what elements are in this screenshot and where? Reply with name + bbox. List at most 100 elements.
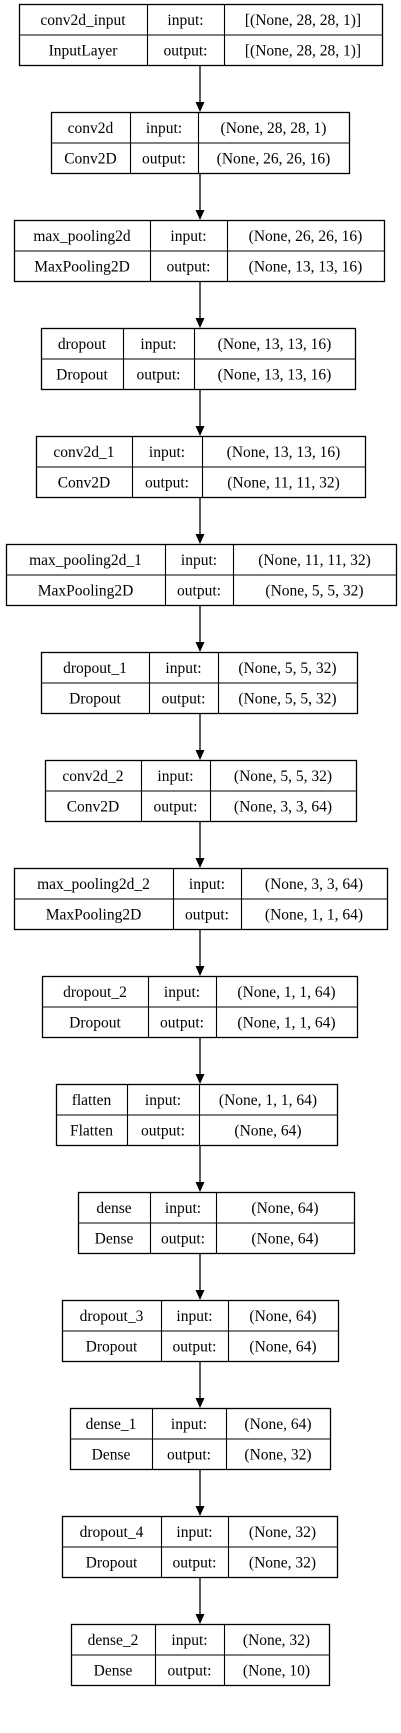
layer-name: conv2d: [68, 120, 114, 137]
flow-arrow: [195, 1578, 205, 1624]
layer-type: MaxPooling2D: [46, 906, 142, 923]
layer-type: Dense: [95, 1230, 134, 1247]
input-shape: (None, 64): [251, 1200, 318, 1217]
input-shape: (None, 3, 3, 64): [265, 876, 363, 893]
input-label: input:: [167, 12, 203, 29]
input-label: input:: [146, 120, 182, 137]
output-label: output:: [167, 1446, 211, 1463]
flow-arrow: [195, 822, 205, 868]
flow-arrow: [195, 498, 205, 544]
output-label: output:: [164, 42, 208, 59]
output-label: output:: [167, 258, 211, 275]
output-shape: (None, 13, 13, 16): [249, 258, 363, 275]
input-label: input:: [171, 1632, 207, 1649]
output-shape: (None, 26, 26, 16): [217, 150, 331, 167]
layer-type: Dropout: [86, 1554, 138, 1571]
flow-arrow: [195, 1470, 205, 1516]
input-label: input:: [157, 768, 193, 785]
layer-name: conv2d_2: [62, 768, 123, 785]
input-shape: (None, 1, 1, 64): [219, 1092, 317, 1109]
layer-name: dropout_1: [63, 660, 127, 677]
input-shape: (None, 5, 5, 32): [234, 768, 332, 785]
layer-type: MaxPooling2D: [34, 258, 130, 275]
flow-arrow: [195, 714, 205, 760]
output-shape: (None, 64): [249, 1338, 316, 1355]
layer-type: Conv2D: [58, 474, 111, 491]
input-label: input:: [140, 336, 176, 353]
input-shape: (None, 1, 1, 64): [237, 984, 335, 1001]
layer-name: max_pooling2d: [33, 228, 131, 245]
output-label: output:: [137, 366, 181, 383]
output-shape: (None, 3, 3, 64): [234, 798, 332, 815]
layer-name: flatten: [72, 1092, 112, 1109]
output-shape: (None, 32): [244, 1446, 311, 1463]
output-label: output:: [168, 1662, 212, 1679]
output-label: output:: [161, 1230, 205, 1247]
output-shape: (None, 13, 13, 16): [218, 366, 332, 383]
layer-type: Dense: [94, 1662, 133, 1679]
layer-type: Dropout: [86, 1338, 138, 1355]
output-label: output:: [173, 1554, 217, 1571]
layer-name: max_pooling2d_2: [37, 876, 150, 893]
flow-arrow: [195, 1362, 205, 1408]
flow-arrow: [195, 66, 205, 112]
layer-node-conv2d_input: conv2d_inputInputLayerinput:output:[(Non…: [18, 3, 384, 67]
input-shape: (None, 11, 11, 32): [258, 552, 371, 569]
flow-arrow: [195, 1038, 205, 1084]
output-label: output:: [162, 690, 206, 707]
output-shape: (None, 1, 1, 64): [237, 1014, 335, 1031]
flow-arrow: [195, 282, 205, 328]
output-shape: [(None, 28, 28, 1)]: [245, 42, 361, 59]
layer-type: Conv2D: [64, 150, 117, 167]
layer-name: dropout: [58, 336, 107, 353]
input-shape: (None, 13, 13, 16): [227, 444, 341, 461]
output-label: output:: [154, 798, 198, 815]
output-shape: (None, 64): [251, 1230, 318, 1247]
input-shape: (None, 64): [249, 1308, 316, 1325]
layer-type: Dense: [92, 1446, 131, 1463]
flow-arrow: [195, 1254, 205, 1300]
input-label: input:: [149, 444, 185, 461]
input-label: input:: [171, 1416, 207, 1433]
flow-arrow: [195, 174, 205, 220]
input-label: input:: [165, 1200, 201, 1217]
input-label: input:: [176, 1524, 212, 1541]
output-label: output:: [173, 1338, 217, 1355]
layer-type: Dropout: [69, 690, 121, 707]
output-shape: (None, 32): [249, 1554, 316, 1571]
output-shape: (None, 5, 5, 32): [238, 690, 336, 707]
layer-type: MaxPooling2D: [38, 582, 134, 599]
output-label: output:: [185, 906, 229, 923]
flow-arrow: [195, 390, 205, 436]
flow-arrow: [195, 606, 205, 652]
layer-name: dropout_2: [63, 984, 127, 1001]
layer-type: Flatten: [70, 1122, 113, 1139]
layer-name: dense_2: [88, 1632, 139, 1649]
flow-arrow: [195, 1146, 205, 1192]
input-label: input:: [170, 228, 206, 245]
layer-type: Dropout: [56, 366, 108, 383]
flow-arrow: [195, 930, 205, 976]
layer-name: dropout_3: [80, 1308, 144, 1325]
output-label: output:: [142, 150, 186, 167]
output-shape: (None, 10): [243, 1662, 310, 1679]
input-shape: (None, 5, 5, 32): [238, 660, 336, 677]
input-shape: (None, 28, 28, 1): [221, 120, 327, 137]
input-label: input:: [189, 876, 225, 893]
output-label: output:: [145, 474, 189, 491]
input-shape: (None, 26, 26, 16): [249, 228, 363, 245]
layer-name: conv2d_1: [53, 444, 114, 461]
input-shape: (None, 32): [249, 1524, 316, 1541]
input-shape: (None, 13, 13, 16): [218, 336, 332, 353]
